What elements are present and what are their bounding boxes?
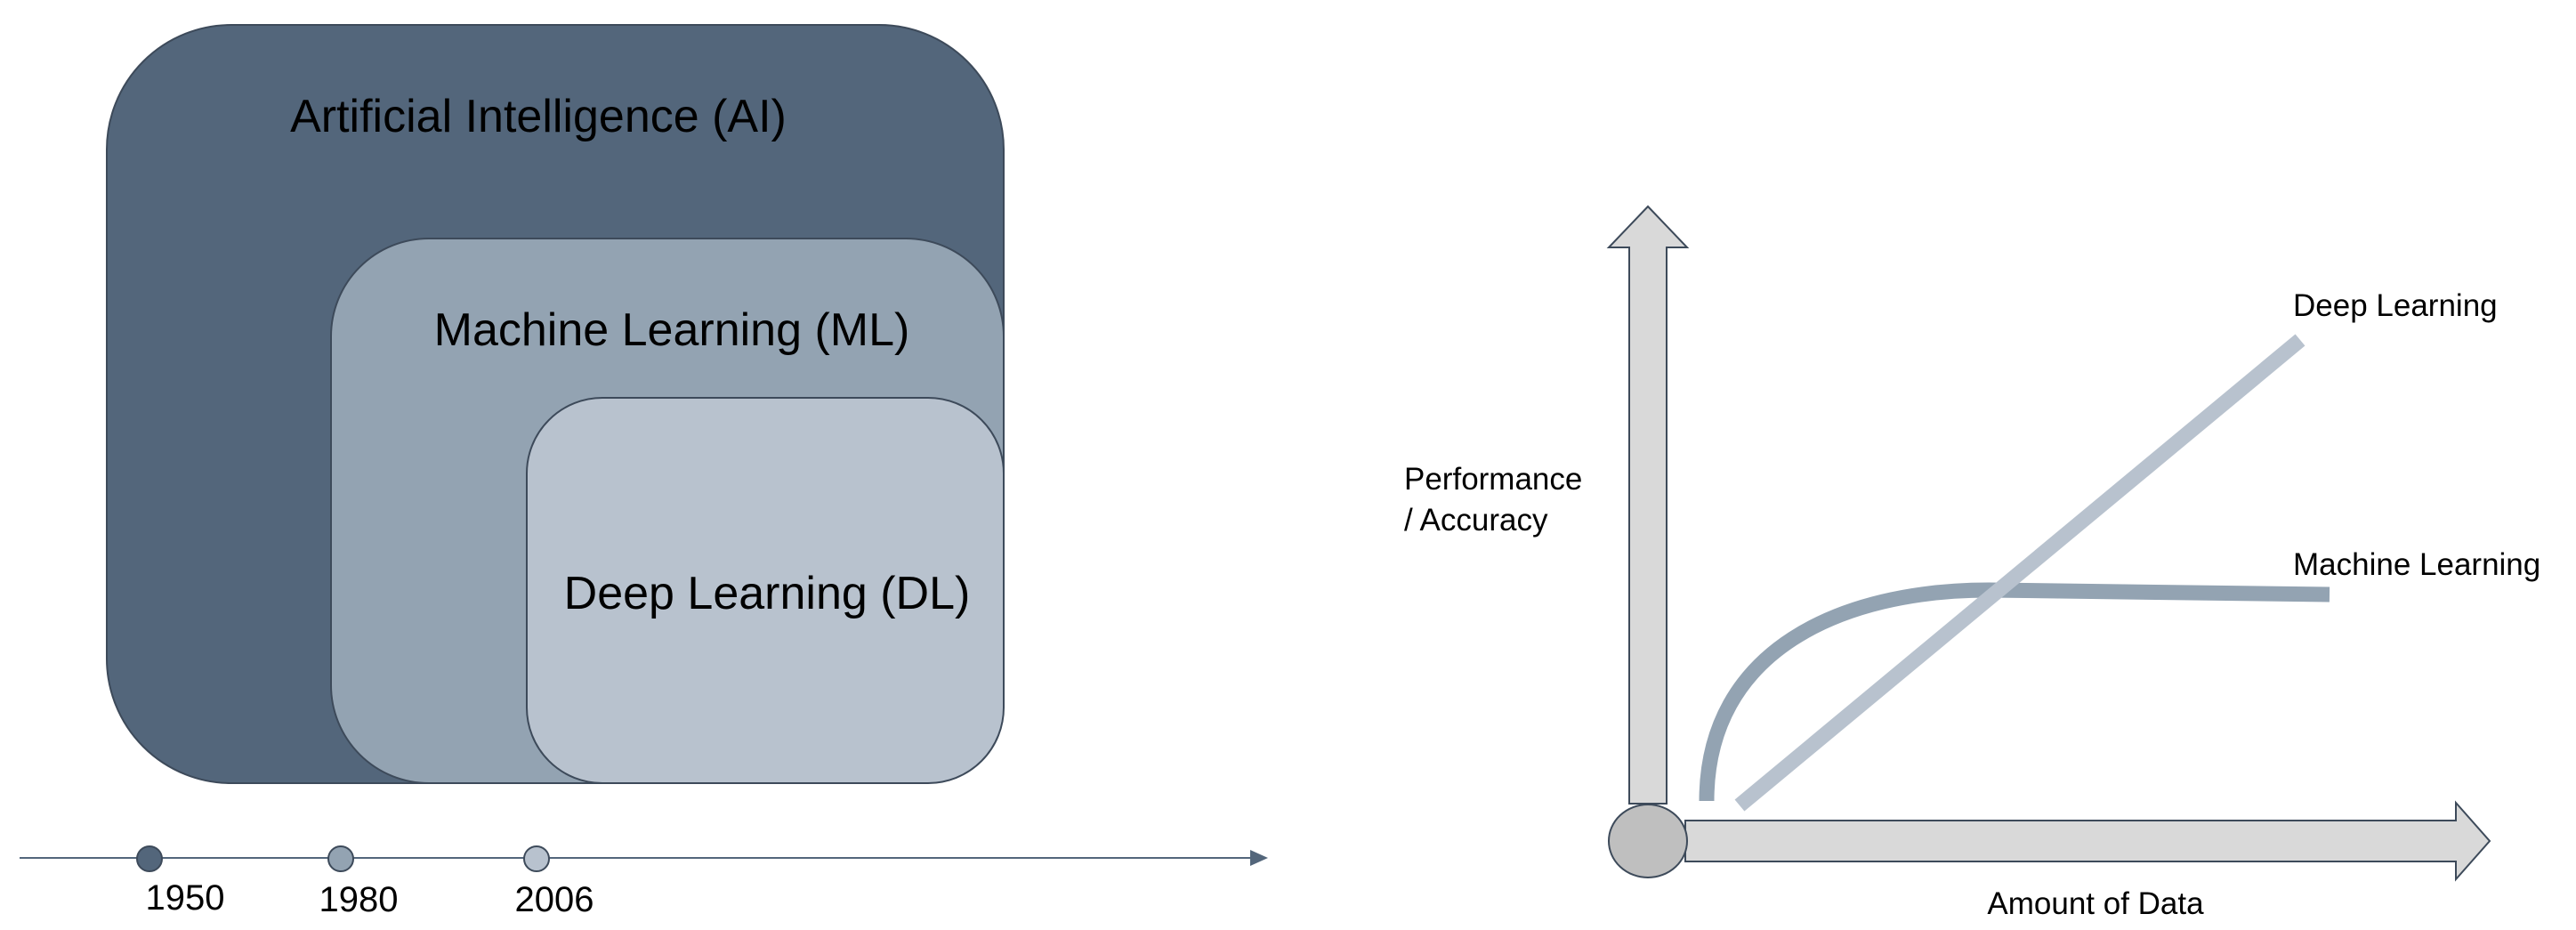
machine-learning-curve — [1699, 582, 2330, 802]
machine-learning-series-label: Machine Learning — [2293, 547, 2540, 582]
performance-chart: Deep Learning Machine Learning Performan… — [1404, 205, 2540, 921]
y-axis-label-line1: Performance — [1404, 462, 1582, 497]
timeline: 1950 1980 2006 — [20, 845, 1268, 919]
dl-field-box — [526, 397, 1005, 784]
nested-fields-diagram: Artificial Intelligence (AI) Machine Lea… — [106, 24, 1005, 784]
y-axis-label-line2: / Accuracy — [1404, 503, 1548, 538]
x-axis-label: Amount of Data — [1987, 886, 2204, 921]
milestone-1980-label: 1980 — [319, 880, 399, 919]
milestone-1980-dot — [327, 845, 354, 872]
x-axis-arrow — [1684, 800, 2491, 882]
milestone-2006-label: 2006 — [515, 880, 594, 919]
ml-field-label: Machine Learning (ML) — [434, 304, 910, 356]
milestone-1950-dot — [136, 845, 163, 872]
milestone-2006-dot — [523, 845, 550, 872]
deep-learning-line — [1734, 334, 2305, 812]
origin-circle — [1608, 804, 1688, 878]
ai-field-label: Artificial Intelligence (AI) — [290, 91, 787, 142]
timeline-arrowhead — [1250, 850, 1268, 866]
dl-field-label: Deep Learning (DL) — [564, 568, 971, 619]
y-axis-arrow — [1606, 205, 1690, 805]
milestone-1950-label: 1950 — [146, 878, 225, 918]
deep-learning-series-label: Deep Learning — [2293, 288, 2498, 323]
